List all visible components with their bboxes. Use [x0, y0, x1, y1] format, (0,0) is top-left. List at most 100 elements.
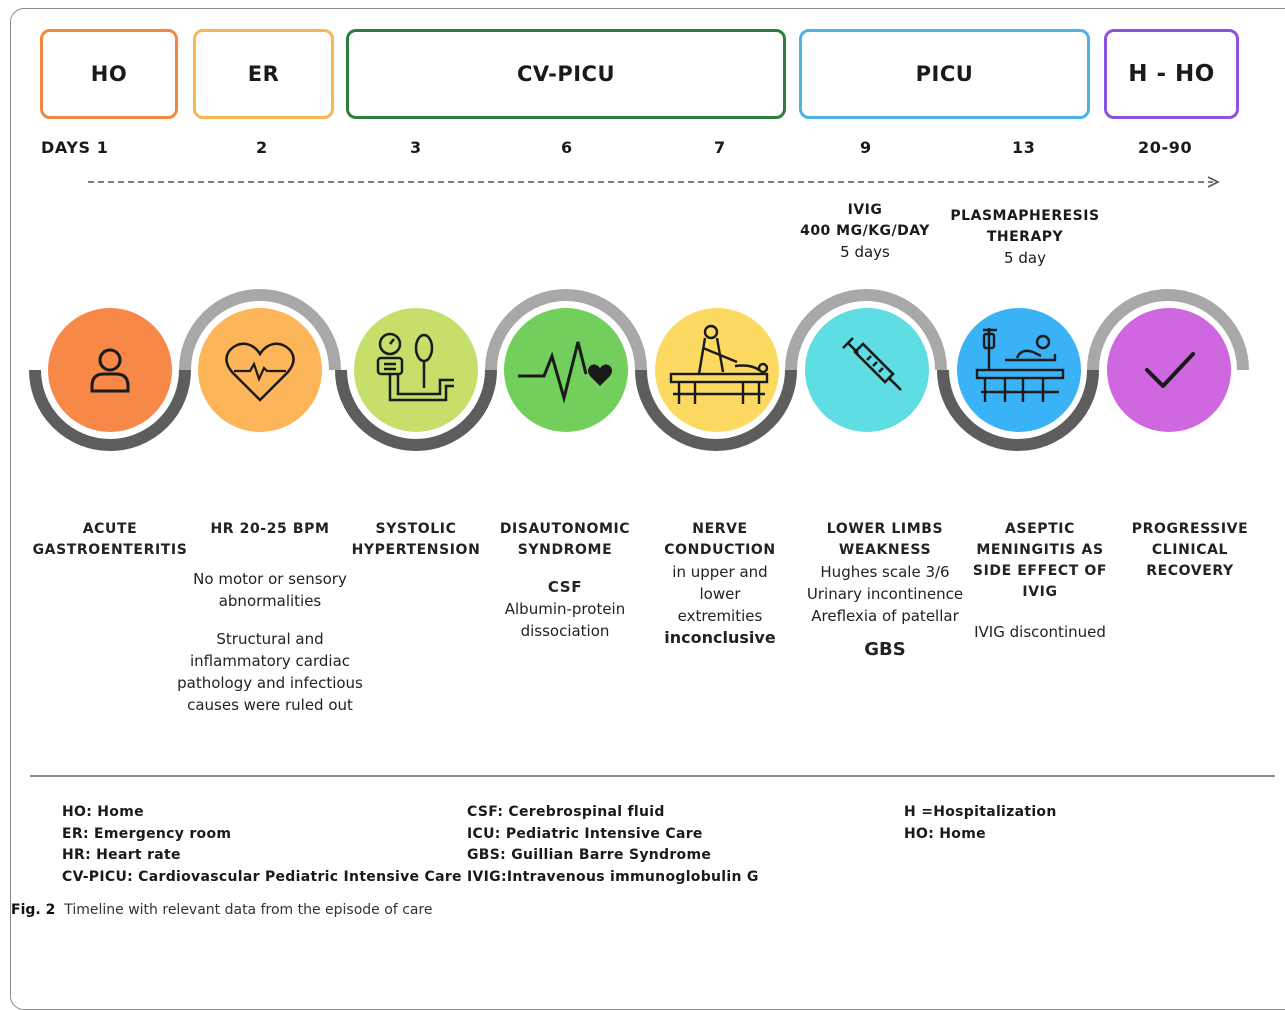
arc-bottom — [635, 369, 797, 451]
event-clinical-recovery: PROGRESSIVE CLINICAL RECOVERY — [1110, 519, 1270, 582]
caption-text: Timeline with relevant data from the epi… — [64, 902, 433, 918]
therapy-dose: 400 MG/KG/DAY — [800, 223, 930, 239]
syringe-icon — [842, 337, 902, 391]
event-lower-limbs-weakness: LOWER LIMBS WEAKNESS Hughes scale 3/6 Ur… — [795, 519, 975, 661]
event-text: lower — [699, 585, 741, 603]
ward-label: HO — [90, 62, 128, 86]
circle-lower-limbs — [805, 308, 929, 432]
person-icon — [90, 348, 130, 393]
event-subtitle: CSF — [547, 578, 583, 596]
therapy-duration: 5 day — [1004, 249, 1046, 267]
event-title: IVIG — [1022, 584, 1058, 600]
event-text: causes were ruled out — [187, 696, 353, 714]
event-title: DISAUTONOMIC — [499, 521, 631, 537]
event-title: RECOVERY — [1146, 563, 1234, 579]
checkmark-icon — [1145, 352, 1195, 388]
circle-recovery — [1107, 308, 1231, 432]
event-text: No motor or sensory — [193, 570, 347, 588]
event-result: inconclusive — [664, 628, 776, 647]
arc-top — [785, 289, 947, 371]
arc-top — [485, 289, 647, 371]
event-text: Structural and — [216, 630, 324, 648]
event-text: Albumin-protein — [504, 600, 626, 618]
day-label: 20-90 — [1138, 138, 1193, 157]
legend-item: HR: Heart rate — [62, 847, 181, 863]
event-title: SIDE EFFECT OF — [972, 563, 1108, 579]
hospital-bed-icon — [669, 324, 769, 404]
event-title: SYSTOLIC — [375, 521, 457, 537]
event-aseptic-meningitis: ASEPTIC MENINGITIS AS SIDE EFFECT OF IVI… — [965, 519, 1115, 643]
event-title: PROGRESSIVE — [1131, 521, 1249, 537]
event-title: CLINICAL — [1151, 542, 1229, 558]
therapy-ivig: IVIG 400 MG/KG/DAY 5 days — [780, 200, 950, 263]
event-text: in upper and — [672, 563, 768, 581]
arc-bottom — [29, 369, 191, 451]
ward-box-cv-picu: CV-PICU — [346, 29, 786, 119]
event-heart-rate: HR 20-25 BPM No motor or sensory abnorma… — [170, 519, 370, 716]
timeline-arrow — [88, 176, 1220, 188]
event-title: MENINGITIS AS — [976, 542, 1104, 558]
event-text: extremities — [677, 607, 763, 625]
event-text: pathology and infectious — [177, 674, 363, 692]
arc-top — [179, 289, 341, 371]
circle-disautonomic — [504, 308, 628, 432]
day-label: 6 — [561, 138, 573, 157]
ward-label: CV-PICU — [516, 62, 616, 86]
day-label: 7 — [714, 138, 726, 157]
therapy-duration: 5 days — [840, 243, 890, 261]
day-label: 3 — [410, 138, 422, 157]
event-title: CONDUCTION — [664, 542, 776, 558]
therapy-plasmapheresis: PLASMAPHERESIS THERAPY 5 day — [940, 206, 1110, 269]
heartbeat-pulse-icon — [518, 341, 612, 404]
legend-item: GBS: Guillian Barre Syndrome — [467, 847, 712, 863]
event-text: Areflexia of patellar — [811, 607, 959, 625]
event-title: ASEPTIC — [1005, 521, 1075, 537]
arc-top — [1087, 289, 1249, 371]
event-diagnosis: GBS — [864, 639, 906, 660]
event-text: inflammatory cardiac — [189, 652, 351, 670]
heart-rate-icon — [225, 342, 295, 402]
ward-box-ho: HO — [40, 29, 178, 119]
ward-box-picu: PICU — [799, 29, 1090, 119]
event-nerve-conduction: NERVE CONDUCTION in upper and lower extr… — [650, 519, 790, 649]
circle-nerve-conduction — [655, 308, 779, 432]
day-label: 2 — [256, 138, 268, 157]
legend-item: ER: Emergency room — [62, 825, 232, 842]
event-title: NERVE — [692, 521, 748, 537]
event-disautonomic-syndrome: DISAUTONOMIC SYNDROME CSF Albumin-protei… — [490, 519, 640, 642]
circle-er — [198, 308, 322, 432]
legend-column-1: HO: Home ER: Emergency room HR: Heart ra… — [62, 802, 462, 888]
day-label: DAYS 1 — [41, 138, 109, 157]
therapy-title-2: THERAPY — [986, 229, 1064, 245]
arc-bottom — [937, 369, 1099, 451]
event-title: HR 20-25 BPM — [210, 521, 330, 537]
ward-label: PICU — [915, 62, 974, 86]
legend-item: H =Hospitalization — [904, 804, 1057, 820]
event-title: HYPERTENSION — [351, 542, 481, 558]
therapy-title: PLASMAPHERESIS — [950, 208, 1100, 224]
day-label: 9 — [860, 138, 872, 157]
event-text: IVIG discontinued — [974, 623, 1106, 641]
therapy-title: IVIG — [847, 202, 883, 218]
ward-label: ER — [247, 62, 280, 86]
circle-home — [48, 308, 172, 432]
event-title: WEAKNESS — [838, 542, 932, 558]
event-acute-gastroenteritis: ACUTE GASTROENTERITIS — [30, 519, 190, 561]
day-label: 13 — [1012, 138, 1036, 157]
legend-item: IVIG:Intravenous immunoglobulin G — [467, 868, 759, 885]
ward-box-h-ho: H - HO — [1104, 29, 1239, 119]
legend-column-3: H =Hospitalization HO: Home — [904, 802, 1057, 845]
circle-hypertension — [354, 308, 478, 432]
timeline-arcs — [29, 289, 1249, 451]
legend-item: HO: Home — [62, 804, 144, 820]
arc-bottom — [335, 369, 497, 451]
legend-item: CSF: Cerebrospinal fluid — [467, 804, 665, 820]
legend-column-2: CSF: Cerebrospinal fluid ICU: Pediatric … — [467, 802, 759, 888]
ward-label: H - HO — [1128, 61, 1215, 87]
event-title: LOWER LIMBS — [826, 521, 944, 537]
event-title: SYNDROME — [517, 542, 613, 558]
event-text: abnormalities — [218, 592, 322, 610]
event-title: GASTROENTERITIS — [32, 542, 188, 558]
circle-aseptic-meningitis — [957, 308, 1081, 432]
figure-caption: Fig. 2 Timeline with relevant data from … — [11, 902, 433, 918]
